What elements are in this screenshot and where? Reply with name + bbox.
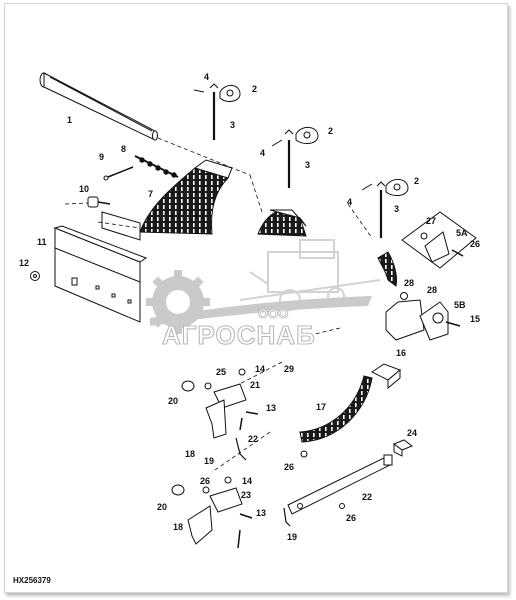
callout: 20 — [168, 396, 178, 406]
part-latch-group-b — [271, 127, 319, 188]
callout: 5A — [456, 228, 468, 238]
callout: 18 — [185, 449, 195, 459]
callout: 22 — [248, 434, 258, 444]
callout: 15 — [470, 314, 480, 324]
callout: 14 — [242, 476, 252, 486]
part-plate-11 — [53, 225, 148, 323]
callout: 2 — [328, 126, 333, 136]
callout: 7 — [148, 189, 153, 199]
callout: 3 — [230, 120, 235, 130]
callout: 13 — [256, 508, 266, 518]
callout: 3 — [305, 160, 310, 170]
part-bracket-29 — [385, 292, 425, 341]
part-bolt-10 — [87, 196, 111, 208]
watermark-name: АГРОСНАБ — [162, 320, 316, 350]
part-latch-group-c — [361, 179, 409, 238]
callout: 25 — [216, 367, 226, 377]
callout: 26 — [200, 476, 210, 486]
callout: 2 — [414, 176, 419, 186]
callout: 10 — [79, 184, 89, 194]
callout: 13 — [266, 403, 276, 413]
callout: 19 — [287, 532, 297, 542]
part-shaft — [39, 72, 158, 141]
callout: 5B — [454, 300, 466, 310]
callout: 16 — [396, 348, 406, 358]
part-concave-7 — [101, 159, 233, 241]
callout: 17 — [316, 402, 326, 412]
part-bolt-9 — [103, 166, 134, 181]
callout: 18 — [173, 522, 183, 532]
part-nut-12 — [30, 271, 40, 281]
callout: 19 — [204, 456, 214, 466]
callout: 4 — [260, 148, 265, 158]
harvester-silhouette-icon — [239, 239, 381, 311]
callout: 28 — [427, 285, 437, 295]
part-bracket-5b — [419, 301, 461, 341]
callout: 21 — [250, 380, 260, 390]
callout: 24 — [407, 428, 417, 438]
callout: 26 — [470, 239, 480, 249]
part-bracket-assembly-lower — [171, 476, 253, 549]
part-concave-center — [257, 209, 307, 237]
callout: 1 — [67, 115, 72, 125]
watermark-prefix: ООО — [258, 306, 288, 321]
company-watermark: ООО АГРОСНАБ — [146, 239, 381, 351]
part-block-25 — [392, 439, 414, 457]
callout: 14 — [255, 364, 265, 374]
callout-labels: 1 2 2 2 3 3 3 4 4 4 5A 5B 7 8 9 10 11 12… — [19, 72, 480, 542]
callout: 2 — [252, 84, 257, 94]
part-rod-8 — [134, 155, 179, 178]
callout: 23 — [241, 490, 251, 500]
callout: 27 — [426, 216, 436, 226]
part-block-16 — [371, 363, 401, 390]
part-nut-26 — [300, 450, 345, 509]
part-chain-17 — [299, 375, 373, 443]
callout: 4 — [204, 72, 209, 82]
part-bracket-assembly-upper — [181, 368, 259, 439]
callout: 29 — [284, 364, 294, 374]
callout: 28 — [404, 278, 414, 288]
part-strap-23 — [287, 454, 393, 515]
figure-id: HX256379 — [13, 576, 51, 585]
callout: 12 — [19, 258, 29, 268]
callout: 20 — [157, 502, 167, 512]
callout: 26 — [346, 513, 356, 523]
callout: 11 — [37, 237, 47, 247]
callout: 9 — [99, 152, 104, 162]
callout: 26 — [284, 462, 294, 472]
part-bracket-5a — [401, 211, 477, 269]
part-hook-19 — [235, 437, 291, 527]
part-latch-group-a — [193, 83, 241, 140]
callout: 3 — [394, 204, 399, 214]
part-concave-right — [377, 251, 397, 287]
callout: 4 — [347, 197, 352, 207]
callout: 8 — [121, 144, 126, 154]
callout: 22 — [362, 492, 372, 502]
